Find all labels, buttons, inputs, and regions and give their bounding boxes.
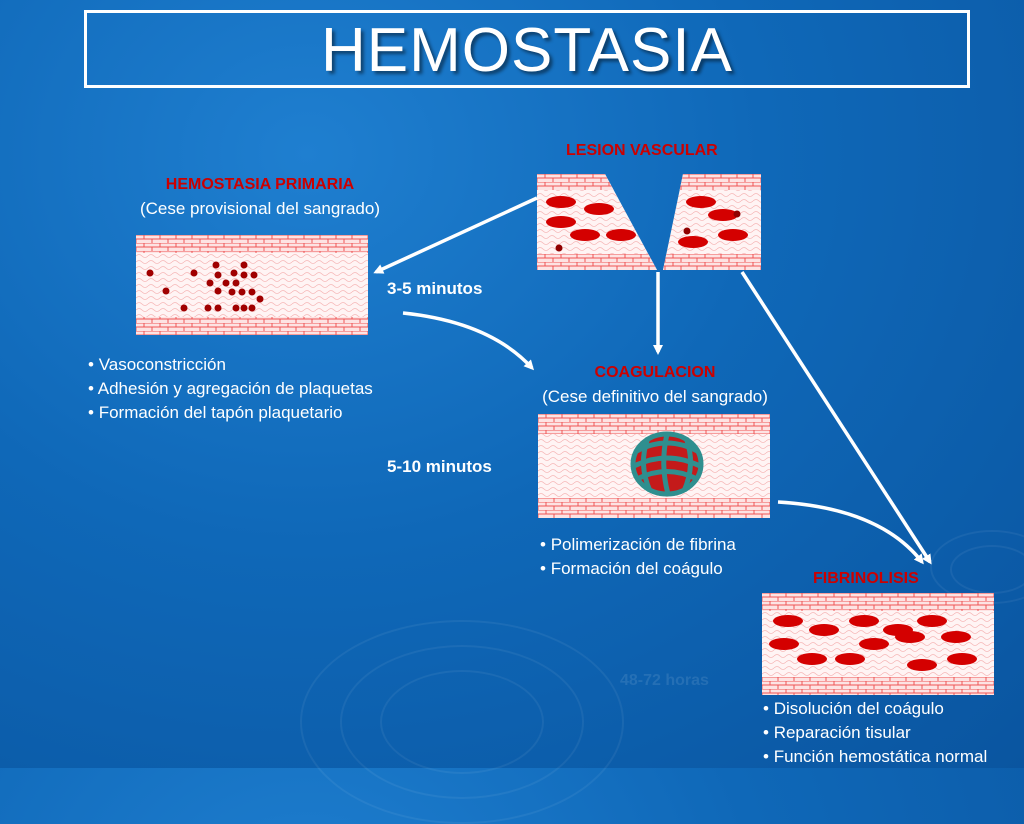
list-item: Vasoconstricción (88, 353, 373, 377)
primaria-subtitle: (Cese provisional del sangrado) (139, 199, 381, 218)
time-label-fibrinolisis: 48-72 horas (620, 672, 709, 689)
list-item: Adhesión y agregación de plaquetas (88, 377, 373, 401)
list-item: Polimerización de fibrina (540, 533, 736, 557)
coagulacion-label: COAGULACION (594, 364, 716, 381)
fibrinolisis-bullet-list: Disolución del coágulo Reparación tisula… (763, 697, 988, 769)
lesion-vascular-label: LESION VASCULAR (566, 142, 718, 159)
vessel-fibrinolisis-illustration (762, 593, 994, 695)
vessel-coagulacion-illustration (538, 414, 770, 518)
list-item: Formación del tapón plaquetario (88, 401, 373, 425)
vessel-primaria-illustration (136, 235, 368, 335)
vessel-lesion-illustration (537, 174, 761, 270)
time-label-coagulacion: 5-10 minutos (387, 457, 492, 476)
curved-arrow-coagulacion-to-fibrinolisis (777, 500, 924, 565)
page-title: HEMOSTASIA (321, 16, 733, 85)
coagulacion-bullet-list: Polimerización de fibrina Formación del … (540, 533, 736, 581)
background-ripple (950, 545, 1024, 594)
list-item: Función hemostática normal (763, 745, 988, 769)
list-item: Reparación tisular (763, 721, 987, 745)
background-ripple (380, 670, 544, 774)
fibrinolisis-label: FIBRINOLISIS (813, 570, 919, 587)
list-item: Disolución del coágulo (763, 697, 987, 721)
arrow-to-fibrinolisis (740, 271, 932, 565)
time-label-primaria: 3-5 minutos (387, 279, 483, 298)
title-box: HEMOSTASIA (84, 10, 970, 88)
clot-icon (630, 431, 704, 497)
list-item: Formación del coágulo (540, 557, 736, 581)
primaria-label: HEMOSTASIA PRIMARIA (165, 176, 355, 193)
coagulacion-subtitle: (Cese definitivo del sangrado) (542, 387, 768, 406)
primaria-bullet-list: Vasoconstricción Adhesión y agregación d… (88, 353, 373, 425)
curved-arrow-primaria-to-coagulacion (402, 311, 535, 371)
